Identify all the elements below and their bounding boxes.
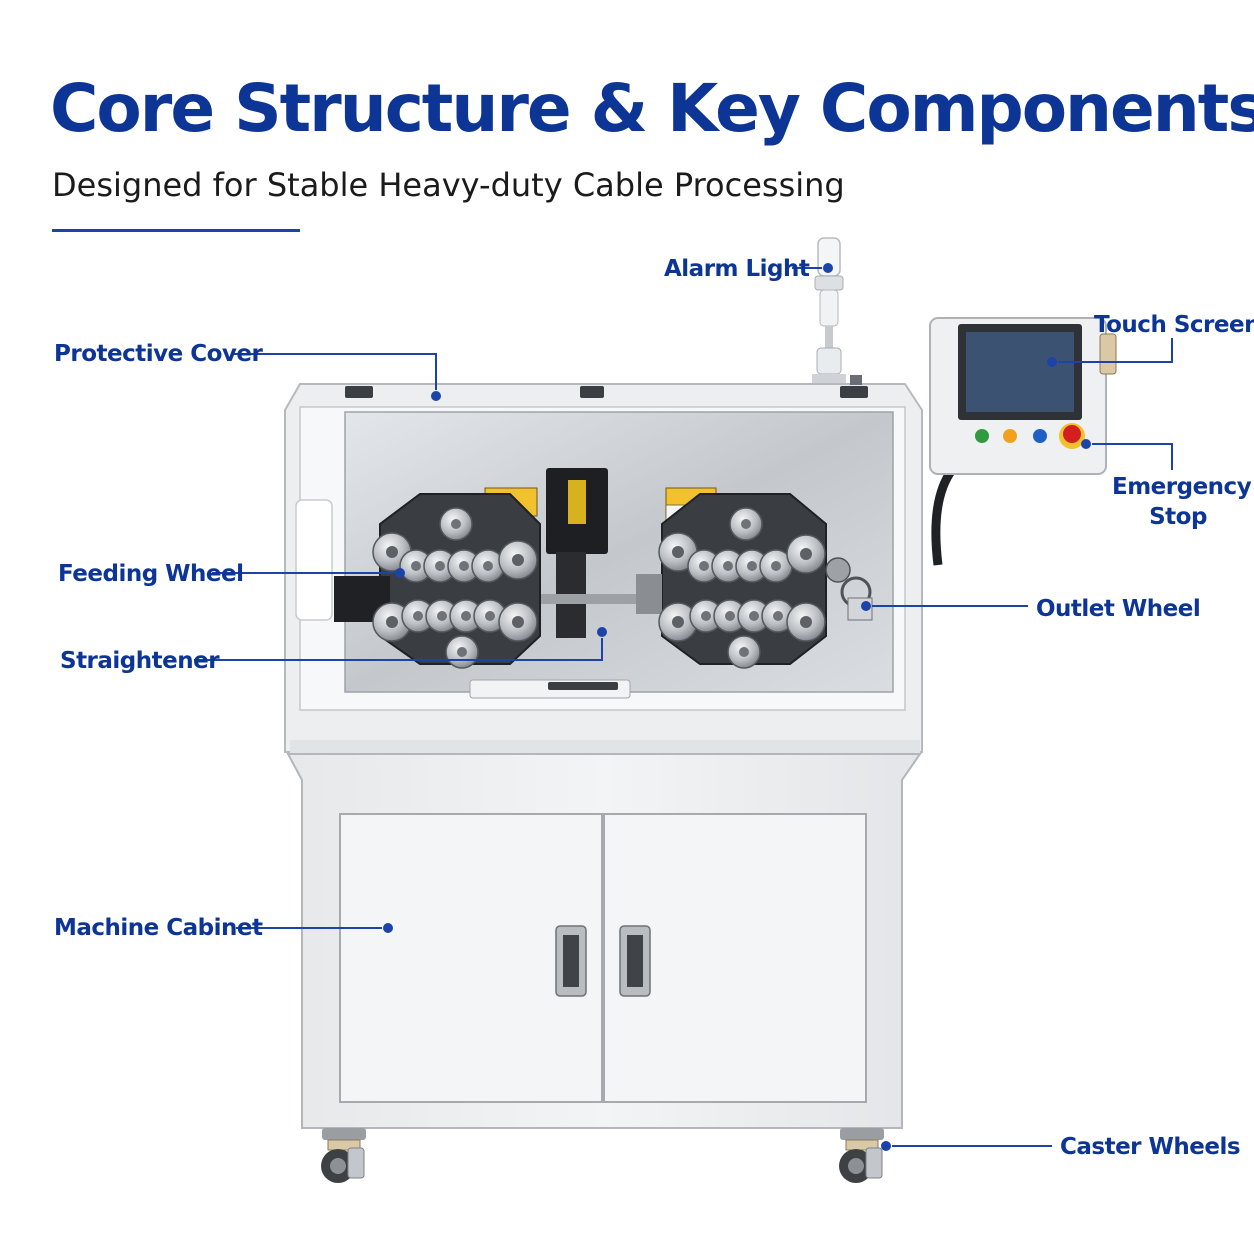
label-caster-wheels: Caster Wheels <box>1060 1134 1241 1160</box>
callout-leaders <box>194 263 1173 1151</box>
label-emergency-stop: Emergency Stop <box>1112 472 1252 532</box>
control-panel <box>929 317 1117 566</box>
label-emergency-stop-line1: Emergency <box>1112 474 1252 500</box>
label-straightener: Straightener <box>60 648 220 674</box>
page-subtitle: Designed for Stable Heavy-duty Cable Pro… <box>52 166 845 204</box>
cutter-head <box>538 468 668 638</box>
feeding-wheel <box>334 493 541 669</box>
label-alarm-light: Alarm Light <box>664 256 810 282</box>
label-outlet-wheel: Outlet Wheel <box>1036 596 1201 622</box>
label-machine-cabinet: Machine Cabinet <box>54 915 263 941</box>
page-title: Core Structure & Key Components <box>50 70 1254 147</box>
title-underline <box>52 229 300 232</box>
label-feeding-wheel: Feeding Wheel <box>58 561 244 587</box>
machine-cabinet <box>286 753 922 1129</box>
caster-wheels <box>320 1127 885 1184</box>
label-protective-cover: Protective Cover <box>54 341 263 367</box>
label-touch-screen: Touch Screen <box>1094 312 1254 338</box>
label-emergency-stop-line2: Stop <box>1149 504 1207 530</box>
outlet-wheel <box>636 493 873 669</box>
alarm-light <box>812 237 846 384</box>
